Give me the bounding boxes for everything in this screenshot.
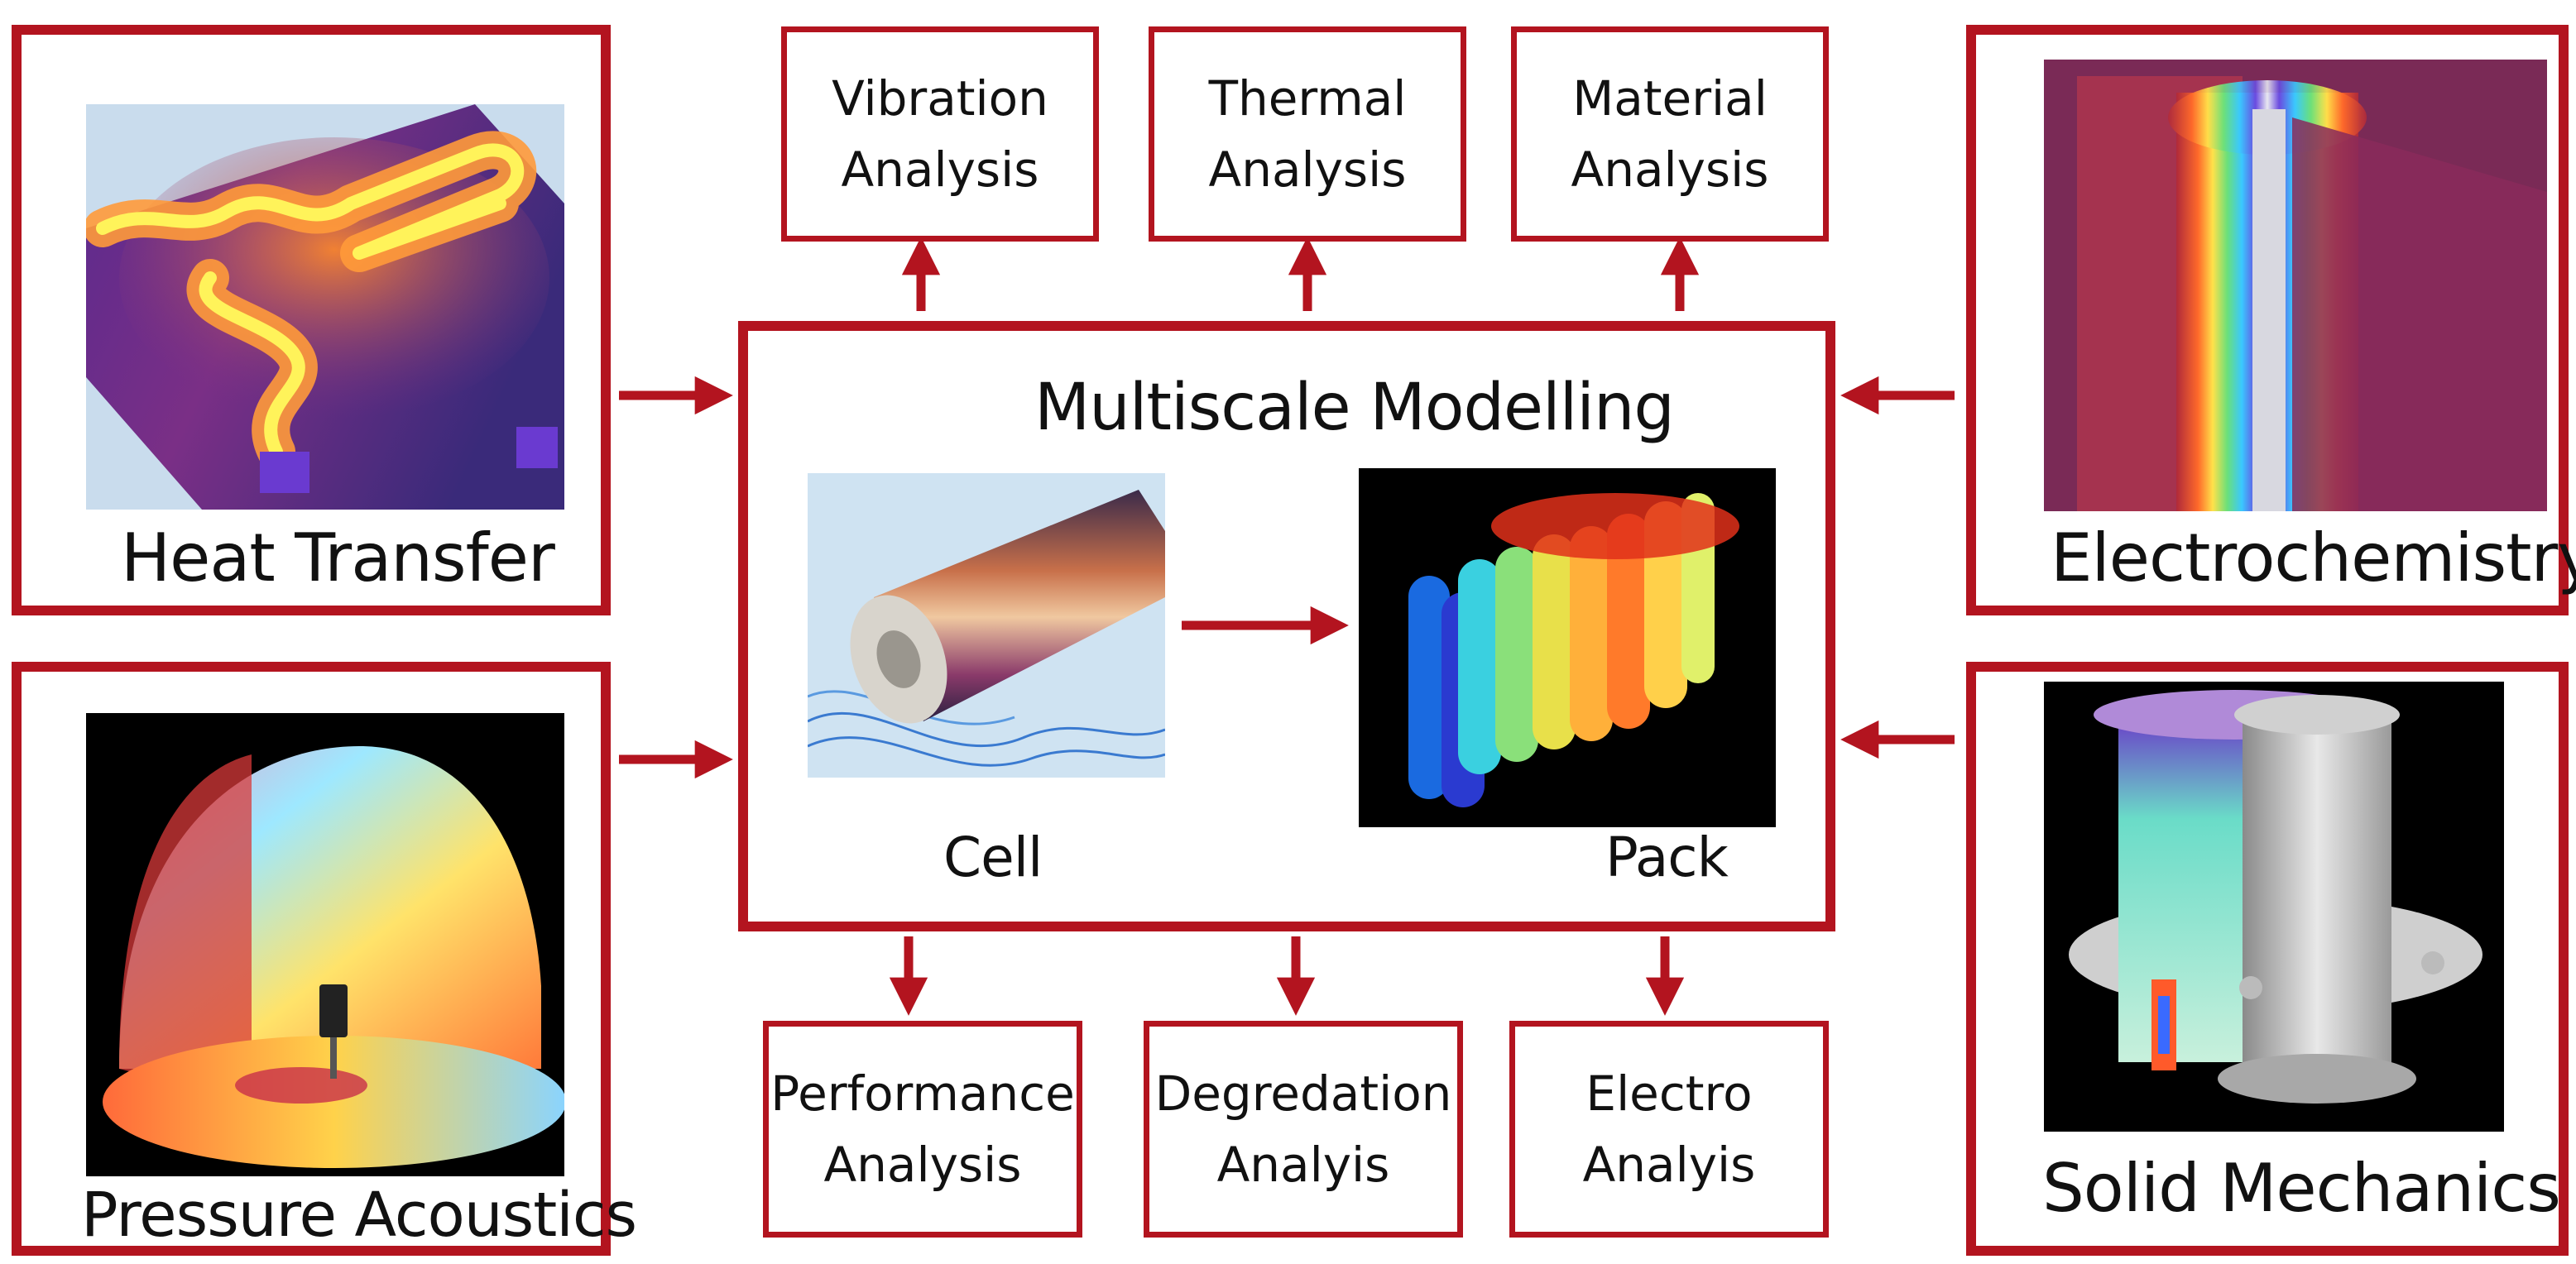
solid-mechanics-panel: Solid Mechanics	[1966, 662, 2569, 1256]
pack-image	[1359, 468, 1776, 827]
cell-label: Cell	[943, 826, 1043, 889]
degredation-line2: Analyis	[1216, 1137, 1390, 1193]
pack-label: Pack	[1605, 826, 1729, 889]
solid-mechanics-label: Solid Mechanics	[2042, 1150, 2561, 1227]
electrochemistry-label: Electrochemistry	[2051, 519, 2576, 596]
cell-image	[808, 473, 1165, 778]
pressure-acoustics-panel: Pressure Acoustics	[12, 662, 637, 1256]
multiscale-modelling-box: Multiscale Modelling Cell	[738, 321, 1835, 931]
thermal-line1: Thermal	[1208, 70, 1407, 127]
electrochemistry-image	[2044, 60, 2547, 511]
performance-line2: Analysis	[823, 1137, 1022, 1193]
electro-line2: Analyis	[1582, 1137, 1756, 1193]
vibration-line2: Analysis	[841, 141, 1039, 198]
heat-transfer-panel: Heat Transfer	[12, 25, 611, 615]
thermal-line2: Analysis	[1208, 141, 1407, 198]
material-line2: Analysis	[1571, 141, 1769, 198]
degredation-line1: Degredation	[1154, 1065, 1452, 1122]
electro-line1: Electro	[1585, 1065, 1753, 1122]
pressure-acoustics-label: Pressure Acoustics	[81, 1180, 637, 1251]
solid-mechanics-image	[2044, 682, 2504, 1132]
vibration-line1: Vibration	[832, 70, 1048, 127]
material-line1: Material	[1572, 70, 1768, 127]
electrochemistry-panel: Electrochemistry	[1966, 25, 2576, 615]
performance-line1: Performance	[770, 1065, 1075, 1122]
multiscale-title: Multiscale Modelling	[1034, 371, 1675, 445]
heat-transfer-image	[86, 104, 564, 510]
pressure-acoustics-image	[86, 713, 564, 1176]
heat-transfer-label: Heat Transfer	[121, 519, 555, 596]
